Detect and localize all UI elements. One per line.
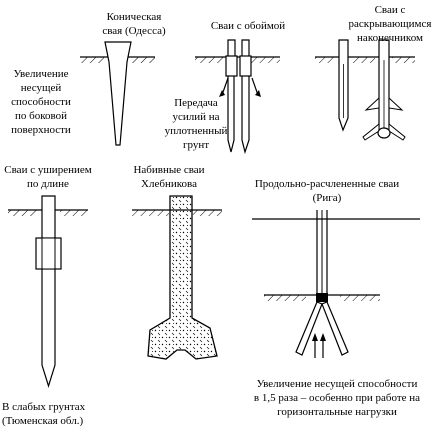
load-arrowhead [320,333,326,341]
widening-title-line2: по длине [27,178,69,190]
opening-title-line2: раскрывающимся [348,18,432,30]
increase-line2: в 1,5 раза – особенно при работе на [253,392,421,404]
side-surface-caption: Увеличение несущей способности по боково… [2,67,80,137]
sleeve [225,55,238,77]
force-arrow [251,77,259,96]
opening-tip-title: Сваи с раскрывающимся наконечником [338,3,442,45]
side-caption-line5: поверхности [11,124,71,136]
transfer-line3: уплотненный [164,125,228,137]
ground-hatch [193,210,222,216]
conical-title: Коническая свая (Одесса) [100,10,168,38]
riga-title-line1: Продольно-расчлененные сваи [254,178,400,190]
widening-pile-group [8,195,88,389]
opening-tip-pile-group [315,39,415,141]
blade-right [388,122,406,141]
increase-line1: Увеличение несущей способности [256,378,418,390]
conical-pile [104,41,132,146]
transfer-line1: Передача [174,97,218,109]
riga-title: Продольно-расчлененные сваи (Рига) [242,177,412,205]
riga-pile-group [252,210,420,358]
ground-hatch [130,57,155,63]
ground-hatch [315,57,335,63]
widening-pile [41,195,56,389]
tip-ball [377,127,391,139]
ground-hatch [132,210,169,216]
ground-hatch [60,210,88,216]
ground-hatch [350,57,375,63]
ground-hatch [250,57,280,63]
khlebnikov-title-line2: Хлебникова [141,178,197,190]
conical-pile-group [80,41,155,146]
transfer-line2: усилий на [172,111,220,123]
ground-hatch [392,57,415,63]
khlebnikov-title-line1: Набивные сваи [133,164,205,176]
sleeve [239,55,252,77]
wing-right [388,96,404,111]
split-leg-left [295,301,323,356]
sleeve-pile-group [195,39,280,155]
side-caption-line2: несущей [20,82,62,94]
load-arrowhead [312,333,318,341]
riga-title-line2: (Рига) [312,192,342,204]
weak-soil-line1: В слабых грунтах [2,401,86,413]
force-arrowhead [219,90,225,97]
transfer-line4: грунт [182,139,210,151]
khlebnikov-title: Набивные сваи Хлебникова [124,163,214,191]
side-caption-line3: способности [11,96,71,108]
cast-pile [147,195,218,360]
joint-block [316,293,328,302]
side-caption-line1: Увеличение [13,68,69,80]
conical-title-line2: свая (Одесса) [102,25,166,37]
split-leg-right [321,301,349,356]
ground-hatch [80,57,104,63]
widening-title: Сваи с уширением по длине [0,163,96,191]
increase-line3: горизонтальные нагрузки [277,406,397,418]
conical-title-line1: Коническая [106,11,162,23]
capacity-increase-caption: Увеличение несущей способности в 1,5 раз… [234,377,440,419]
side-caption-line4: по боковой [14,110,68,122]
force-transfer-caption: Передача усилий на уплотненный грунт [162,96,230,152]
sleeve-title-line: Сваи с обоймой [210,20,286,32]
opening-title-line3: наконечником [357,32,423,44]
blade-left [362,122,380,141]
force-arrowhead [255,90,261,97]
weak-soil-line2: (Тюменская обл.) [2,415,84,427]
weak-soil-caption: В слабых грунтах (Тюменская обл.) [2,400,122,428]
opening-title-line1: Сваи с [374,4,406,16]
ground-hatch [8,210,38,216]
ground-hatch [340,295,380,301]
khlebnikov-pile-group [132,195,222,360]
widening-core [41,237,56,270]
ground-hatch [195,57,225,63]
wing-left [364,96,380,111]
sleeve-title: Сваи с обоймой [198,19,298,33]
widening-title-line1: Сваи с уширением [4,164,92,176]
ground-hatch [264,295,306,301]
